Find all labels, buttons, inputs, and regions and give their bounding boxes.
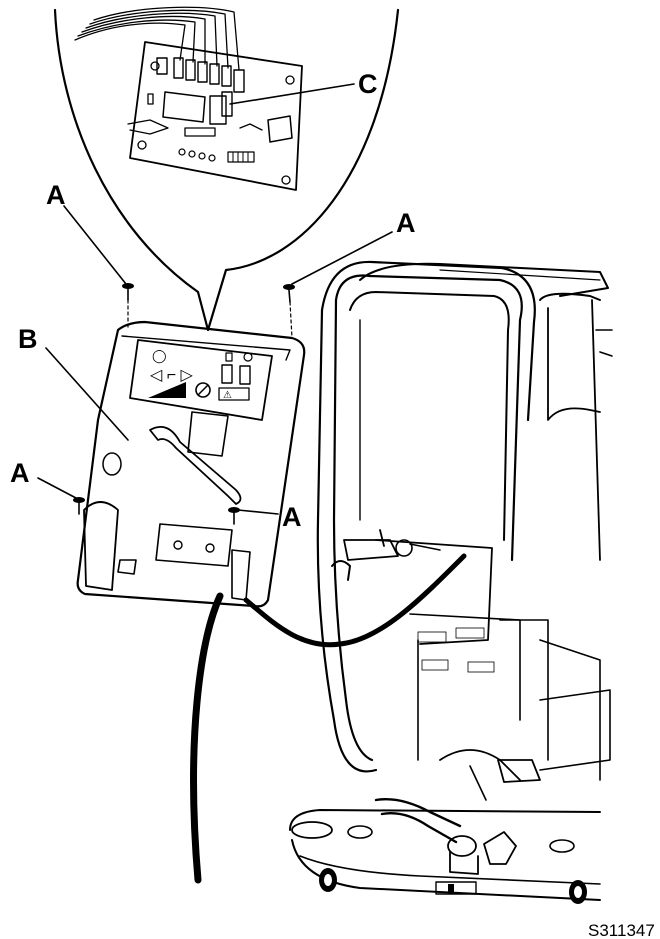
panel-knob: [195, 382, 211, 398]
caster-left: [319, 868, 337, 892]
leader-lines: [37, 83, 393, 515]
machine-frame: [289, 260, 613, 904]
callout-b: B: [18, 324, 38, 354]
screw-top-left: [122, 283, 134, 331]
hose-handle-slot: [149, 426, 242, 505]
screw-top-right: [283, 284, 295, 339]
caster-right: [569, 880, 587, 904]
panel-arrows-glyph: ◁ ⌐ ▷: [150, 367, 194, 384]
figure-id: S311347: [588, 921, 655, 939]
panel-switch-left: [221, 364, 233, 384]
mounting-plate: [155, 523, 233, 567]
panel-switch-right: [239, 365, 251, 385]
panel-indicator: [102, 452, 122, 476]
callout-a-top-right: A: [396, 208, 416, 238]
detail-magnifier: [53, 8, 400, 332]
callout-a-right: A: [282, 502, 302, 532]
callout-a-top-left: A: [46, 180, 66, 210]
panel-warning-glyph: ⚠: [223, 390, 232, 401]
panel-droplet-glyph: ◯: [152, 348, 167, 364]
control-panel-housing: ◯ ◁ ⌐ ▷ ⚠: [76, 320, 467, 884]
screw-right: [228, 507, 240, 525]
callout-c: C: [358, 69, 378, 99]
panel-speed-wedge: [148, 382, 186, 398]
callout-a-left: A: [10, 458, 30, 488]
circuit-board: [74, 6, 303, 191]
panel-hatch: [187, 411, 229, 457]
